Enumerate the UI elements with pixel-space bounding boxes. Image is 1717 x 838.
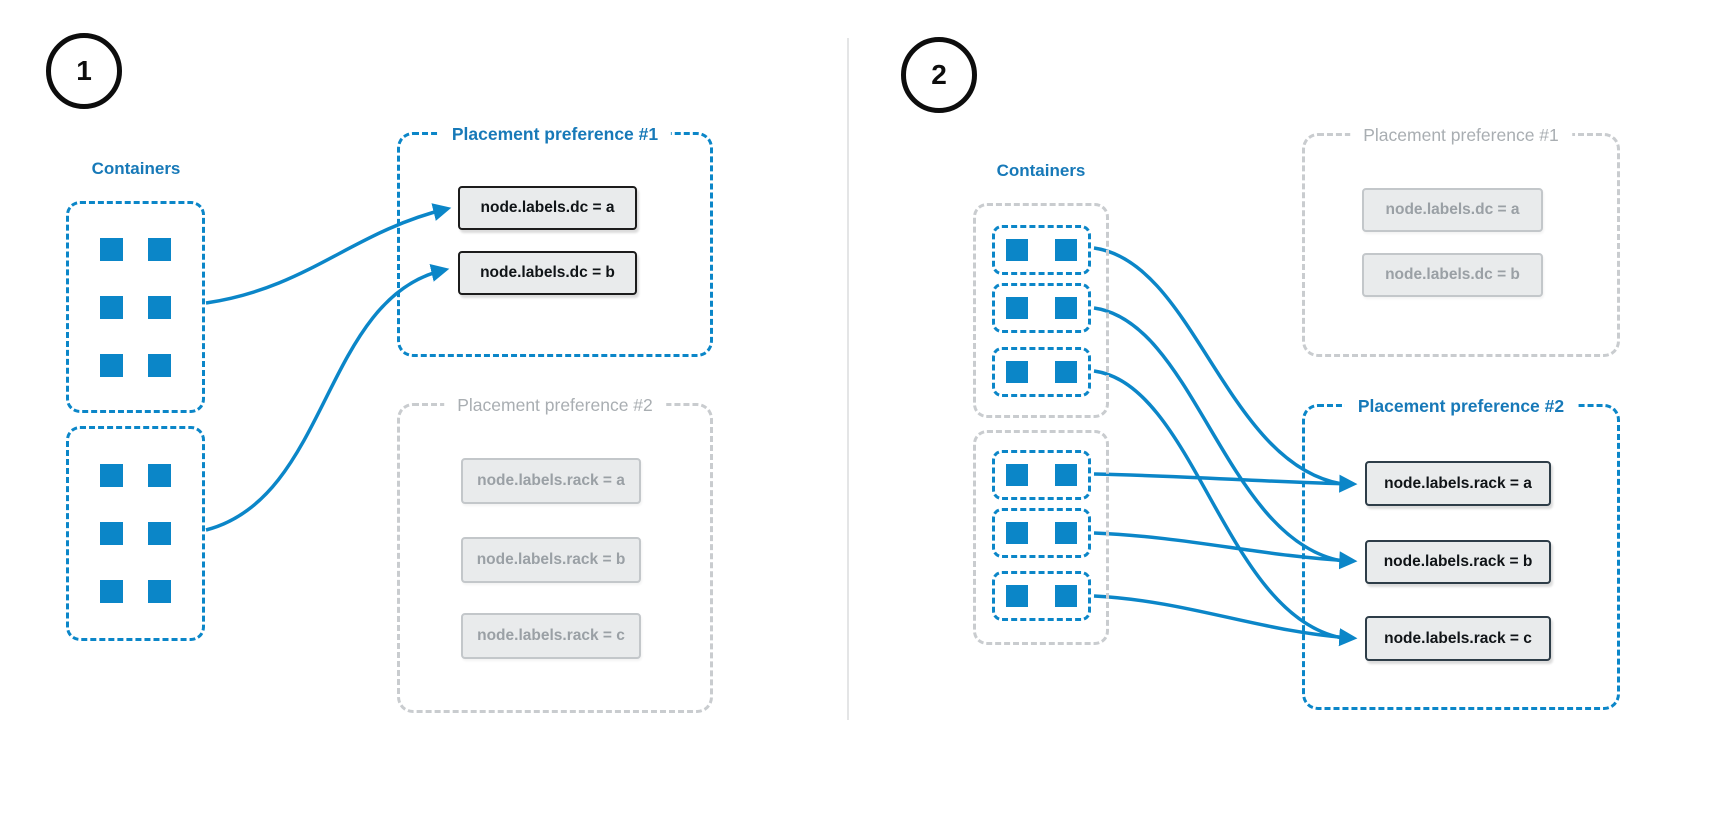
container-icon: [1006, 464, 1028, 486]
step-badge-1: 1: [46, 33, 122, 109]
node-label-rack-c: node.labels.rack = c: [461, 613, 641, 659]
container-icon: [1006, 522, 1028, 544]
preference-title: Placement preference #2: [444, 392, 666, 419]
container-icon: [100, 580, 123, 603]
container-pair-2: [992, 283, 1091, 333]
container-icon: [148, 522, 171, 545]
step-number: 2: [931, 59, 947, 90]
container-icon: [100, 353, 123, 377]
container-icon: [1055, 239, 1077, 261]
placement-preference-1-inactive: Placement preference #1: [1302, 122, 1620, 357]
node-label-dc-a: node.labels.dc = a: [458, 186, 637, 230]
container-group-1-inactive: [973, 203, 1109, 418]
container-icon: [148, 353, 171, 377]
container-group-1: [66, 201, 205, 413]
preference-title: Placement preference #2: [1344, 393, 1578, 420]
containers-label: Containers: [996, 161, 1086, 180]
container-icon: [100, 237, 123, 261]
step-number: 1: [76, 55, 92, 86]
node-label-dc-b: node.labels.dc = b: [1362, 253, 1543, 297]
node-label-rack-a: node.labels.rack = a: [1365, 461, 1551, 506]
container-icon: [1055, 522, 1077, 544]
container-icon: [1055, 297, 1077, 319]
container-icon: [1006, 297, 1028, 319]
container-icon: [1055, 464, 1077, 486]
container-icon: [148, 295, 171, 319]
step-badge-2: 2: [901, 37, 977, 113]
node-label-dc-b: node.labels.dc = b: [458, 251, 637, 295]
container-icon: [100, 522, 123, 545]
containers-label: Containers: [91, 159, 181, 178]
placement-preference-1-active: Placement preference #1: [397, 121, 713, 357]
container-icon: [100, 295, 123, 319]
container-icon: [1055, 361, 1077, 383]
container-pair-6: [992, 571, 1091, 621]
node-label-rack-a: node.labels.rack = a: [461, 458, 641, 504]
container-icon: [1055, 585, 1077, 607]
container-icon: [1006, 585, 1028, 607]
preference-title: Placement preference #1: [438, 121, 672, 148]
container-pair-4: [992, 450, 1091, 500]
placement-preference-2-inactive: Placement preference #2: [397, 392, 713, 713]
preference-title: Placement preference #1: [1350, 122, 1572, 149]
container-icon: [1006, 239, 1028, 261]
placement-preference-2-active: Placement preference #2: [1302, 393, 1620, 710]
node-label-rack-b: node.labels.rack = b: [461, 537, 641, 583]
node-label-rack-c: node.labels.rack = c: [1365, 616, 1551, 661]
container-pair-3: [992, 347, 1091, 397]
node-label-rack-b: node.labels.rack = b: [1365, 540, 1551, 584]
container-icon: [148, 580, 171, 603]
node-label-dc-a: node.labels.dc = a: [1362, 188, 1543, 232]
container-icon: [1006, 361, 1028, 383]
container-icon: [148, 464, 171, 487]
container-group-2: [66, 426, 205, 641]
container-pair-5: [992, 508, 1091, 558]
container-pair-1: [992, 225, 1091, 275]
container-group-2-inactive: [973, 430, 1109, 645]
panel-divider: [847, 38, 849, 720]
container-icon: [148, 237, 171, 261]
container-icon: [100, 464, 123, 487]
